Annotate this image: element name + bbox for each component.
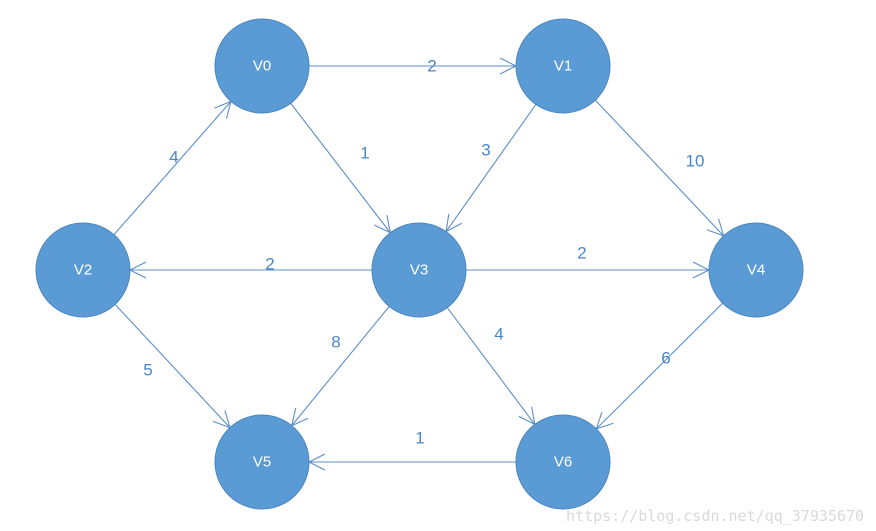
edge-weight-v1-v3: 3 xyxy=(481,141,490,160)
edge-line xyxy=(114,304,231,428)
edge-weight-v3-v2: 2 xyxy=(265,255,274,274)
node-v0: V0 xyxy=(214,18,310,114)
node-circle xyxy=(35,222,131,318)
edge-v1-v3 xyxy=(445,104,537,233)
edge-v2-v5 xyxy=(114,304,231,429)
edge-weight-v2-v5: 5 xyxy=(143,361,152,380)
node-v5: V5 xyxy=(214,414,310,510)
edge-weight-v0-v1: 2 xyxy=(427,57,436,76)
edge-weights-layer: 2 1 3 10 4 5 2 2 8 4 6 1 xyxy=(143,57,704,448)
node-label: V3 xyxy=(410,262,428,279)
edge-weight-v2-v0: 4 xyxy=(169,148,178,167)
edge-line xyxy=(445,104,537,232)
edge-v4-v6 xyxy=(595,302,724,430)
edge-weight-v6-v5: 1 xyxy=(415,429,424,448)
edge-weight-v4-v6: 6 xyxy=(661,349,670,368)
node-v2: V2 xyxy=(35,222,131,318)
edge-v6-v5 xyxy=(307,453,516,471)
node-circle xyxy=(214,18,310,114)
node-v4: V4 xyxy=(708,222,804,318)
node-v6: V6 xyxy=(515,414,611,510)
node-circle xyxy=(708,222,804,318)
edge-weight-v3-v5: 8 xyxy=(331,333,340,352)
node-circle xyxy=(515,18,611,114)
watermark: https://blog.csdn.net/qq_37935670 xyxy=(565,507,864,525)
edge-line xyxy=(291,306,390,426)
edge-v3-v4 xyxy=(466,261,711,279)
edge-line xyxy=(594,99,725,237)
node-circle xyxy=(515,414,611,510)
edge-line xyxy=(446,307,536,425)
node-circle xyxy=(371,222,467,318)
edge-weight-v3-v4: 2 xyxy=(577,244,586,263)
node-label: V1 xyxy=(554,58,572,75)
edge-v3-v5 xyxy=(290,306,390,427)
edge-v0-v3 xyxy=(290,102,392,234)
node-label: V6 xyxy=(554,454,572,471)
edge-v0-v1 xyxy=(309,57,518,75)
edge-weight-v0-v3: 1 xyxy=(360,144,369,163)
node-label: V0 xyxy=(253,58,271,75)
node-label: V2 xyxy=(74,262,92,279)
edge-weight-v1-v4: 10 xyxy=(686,152,705,171)
edge-v3-v2 xyxy=(128,261,372,279)
edge-line xyxy=(290,102,391,234)
edge-line xyxy=(595,302,724,430)
node-circle xyxy=(214,414,310,510)
edge-v3-v6 xyxy=(446,307,536,426)
edge-v2-v0 xyxy=(113,100,232,236)
edge-line xyxy=(113,100,232,236)
edges-layer xyxy=(113,57,725,471)
node-v3: V3 xyxy=(371,222,467,318)
node-v1: V1 xyxy=(515,18,611,114)
node-label: V4 xyxy=(747,262,765,279)
node-label: V5 xyxy=(253,454,271,471)
edge-weight-v3-v6: 4 xyxy=(494,325,503,344)
